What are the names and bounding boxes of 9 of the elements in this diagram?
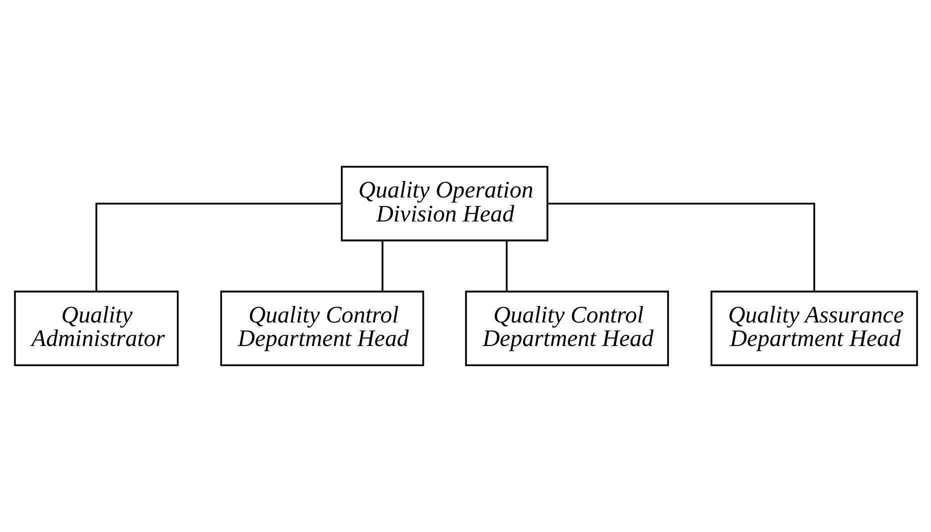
node-box: Quality Control Department Head — [464, 290, 668, 366]
connector — [381, 240, 383, 292]
node-box: Quality Assurance Department Head — [710, 290, 918, 366]
node-box: Quality Control Department Head — [220, 290, 424, 366]
node-box: Quality Operation Division Head — [340, 166, 548, 242]
connector — [94, 202, 342, 292]
connector — [547, 202, 815, 292]
connector — [505, 240, 508, 292]
node-box: Quality Administrator — [14, 290, 178, 366]
